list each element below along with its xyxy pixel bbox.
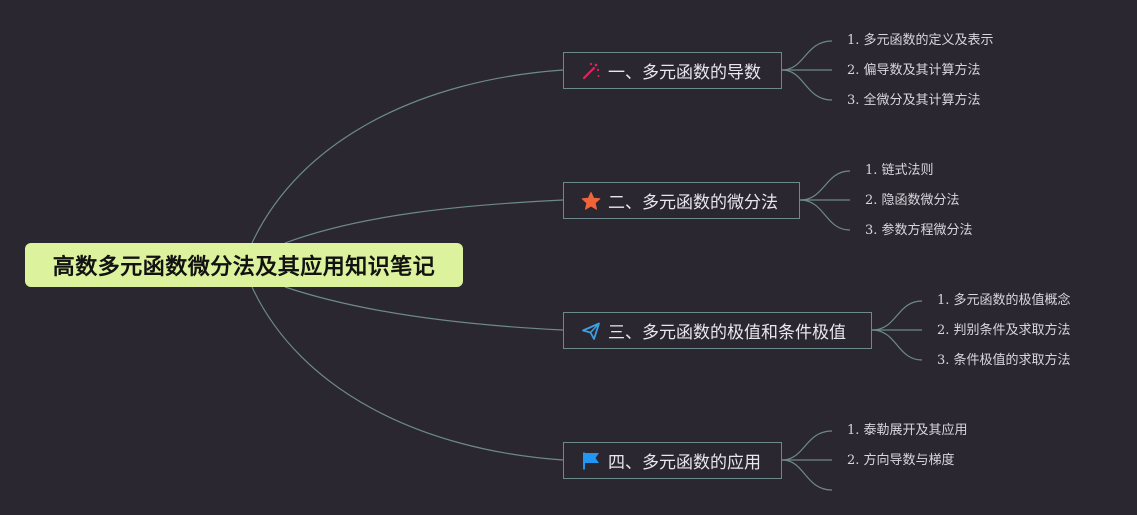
paper-plane-icon bbox=[580, 320, 602, 342]
root-topic[interactable]: 高数多元函数微分法及其应用知识笔记 bbox=[25, 243, 463, 287]
connector-branch-4-leaf-3 bbox=[781, 459, 833, 491]
connector-branch-3-leaf-1 bbox=[871, 300, 923, 331]
leaf-2-3[interactable]: 3. 参数方程微分法 bbox=[865, 223, 973, 238]
root-topic-label: 高数多元函数微分法及其应用知识笔记 bbox=[52, 255, 436, 280]
connector-branch-2-leaf-1 bbox=[799, 170, 851, 201]
branch-1[interactable]: 一、多元函数的导数 bbox=[563, 52, 782, 89]
connector-root-branch-1 bbox=[251, 69, 564, 244]
branch-3[interactable]: 三、多元函数的极值和条件极值 bbox=[563, 312, 872, 349]
leaf-2-2[interactable]: 2. 隐函数微分法 bbox=[865, 193, 960, 208]
branch-4[interactable]: 四、多元函数的应用 bbox=[563, 442, 782, 479]
leaf-1-1[interactable]: 1. 多元函数的定义及表示 bbox=[847, 33, 994, 48]
leaf-3-1[interactable]: 1. 多元函数的极值概念 bbox=[937, 293, 1071, 308]
flag-icon bbox=[580, 450, 602, 472]
leaf-3-3[interactable]: 3. 条件极值的求取方法 bbox=[937, 353, 1071, 368]
branch-2[interactable]: 二、多元函数的微分法 bbox=[563, 182, 800, 219]
connector-branch-1-leaf-1 bbox=[781, 40, 833, 71]
leaf-4-2[interactable]: 2. 方向导数与梯度 bbox=[847, 453, 955, 468]
connector-branch-4-leaf-1 bbox=[781, 430, 833, 461]
connector-branch-1-leaf-3 bbox=[781, 69, 833, 101]
leaf-1-3[interactable]: 3. 全微分及其计算方法 bbox=[847, 93, 981, 108]
leaf-3-2[interactable]: 2. 判别条件及求取方法 bbox=[937, 323, 1071, 338]
star-icon bbox=[580, 190, 602, 212]
branch-4-label: 四、多元函数的应用 bbox=[608, 453, 761, 473]
leaf-2-1[interactable]: 1. 链式法则 bbox=[865, 163, 934, 178]
connector-root-branch-3 bbox=[284, 286, 564, 331]
connector-root-branch-2 bbox=[284, 199, 564, 244]
connector-branch-2-leaf-3 bbox=[799, 199, 851, 231]
leaf-4-1[interactable]: 1. 泰勒展开及其应用 bbox=[847, 423, 968, 438]
branch-1-label: 一、多元函数的导数 bbox=[608, 63, 761, 83]
magic-wand-icon bbox=[580, 60, 602, 82]
leaf-1-2[interactable]: 2. 偏导数及其计算方法 bbox=[847, 63, 981, 78]
connector-root-branch-4 bbox=[251, 286, 564, 461]
connector-branch-3-leaf-3 bbox=[871, 329, 923, 361]
branch-2-label: 二、多元函数的微分法 bbox=[608, 193, 778, 213]
branch-3-label: 三、多元函数的极值和条件极值 bbox=[608, 323, 846, 343]
